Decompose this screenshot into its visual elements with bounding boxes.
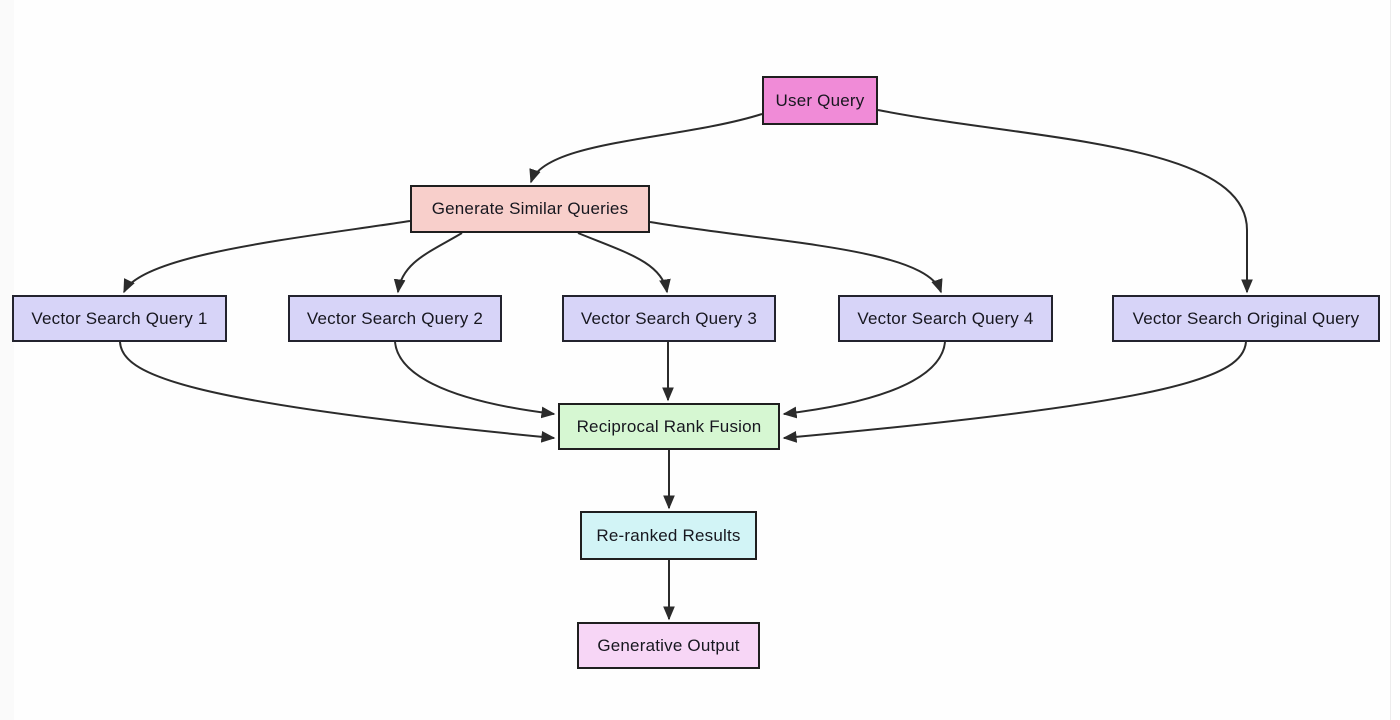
edge-generate-similar-queries-to-vector-search-query-4 (649, 221, 943, 294)
node-reciprocal-rank-fusion-label: Reciprocal Rank Fusion (576, 416, 762, 436)
node-vector-search-query-2: Vector Search Query 2 (288, 295, 502, 342)
node-vector-search-query-1-label: Vector Search Query 1 (31, 308, 208, 328)
node-vector-search-query-4-label: Vector Search Query 4 (857, 308, 1034, 328)
node-vector-search-query-2-label: Vector Search Query 2 (306, 308, 484, 328)
page-right-margin (1390, 0, 1400, 720)
node-vector-search-query-3: Vector Search Query 3 (562, 295, 776, 342)
node-user-query: User Query (762, 76, 878, 125)
edge-vector-search-query-2-to-reciprocal-rank-fusion (394, 341, 556, 419)
edge-vector-search-query-4-to-reciprocal-rank-fusion (782, 341, 946, 419)
node-generative-output-label: Generative Output (597, 635, 740, 655)
edge-vector-search-query-1-to-reciprocal-rank-fusion (119, 341, 556, 443)
node-user-query-label: User Query (775, 90, 865, 110)
edge-user-query-to-vector-search-original-query (877, 109, 1253, 294)
node-vector-search-query-4: Vector Search Query 4 (838, 295, 1053, 342)
node-vector-search-original-query: Vector Search Original Query (1112, 295, 1380, 342)
node-generate-similar-queries: Generate Similar Queries (410, 185, 650, 233)
edge-generate-similar-queries-to-vector-search-query-3 (577, 232, 671, 294)
edge-vector-search-original-query-to-reciprocal-rank-fusion (782, 341, 1247, 443)
node-generate-similar-queries-label: Generate Similar Queries (431, 199, 629, 218)
node-generative-output: Generative Output (577, 622, 760, 669)
node-re-ranked-results-label: Re-ranked Results (596, 525, 741, 545)
page-left-margin (0, 0, 14, 720)
node-reciprocal-rank-fusion: Reciprocal Rank Fusion (558, 403, 780, 450)
edge-generate-similar-queries-to-vector-search-query-1 (123, 220, 411, 294)
node-vector-search-original-query-label: Vector Search Original Query (1132, 308, 1360, 328)
edge-user-query-to-generate-similar-queries (529, 113, 763, 184)
edge-generate-similar-queries-to-vector-search-query-2 (393, 232, 463, 294)
node-re-ranked-results: Re-ranked Results (580, 511, 757, 560)
node-vector-search-query-3-label: Vector Search Query 3 (580, 308, 758, 328)
node-vector-search-query-1: Vector Search Query 1 (12, 295, 227, 342)
